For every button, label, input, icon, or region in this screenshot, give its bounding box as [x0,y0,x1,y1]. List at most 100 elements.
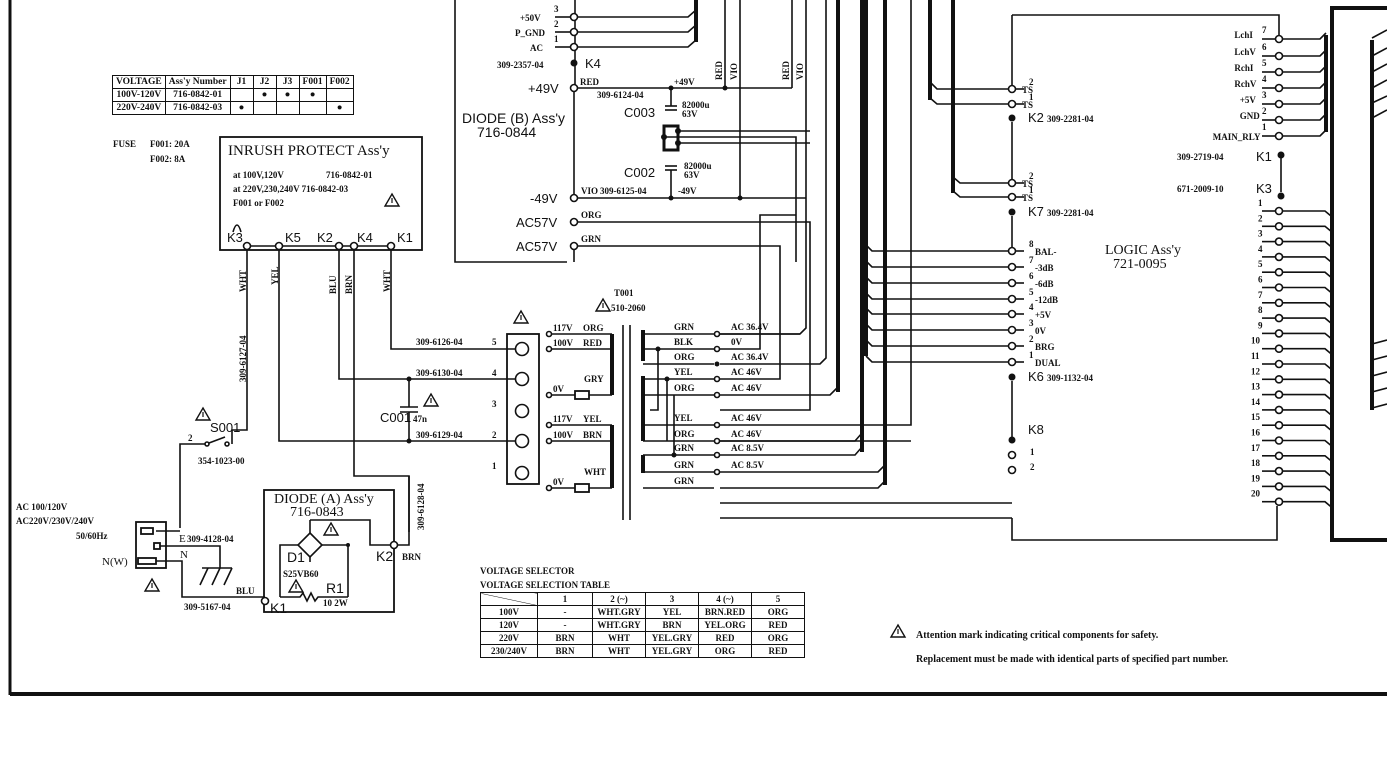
vsel-cell: ORG [751,605,805,619]
primary-tap-voltage: 0V [553,384,565,394]
vsel-cell: 220V [480,631,538,645]
primary-tap-color: BRN [583,430,603,440]
safety-note-line1: Attention mark indicating critical compo… [916,630,1159,641]
inrush-terminal-k2: K2 [317,230,333,245]
vsel-cell: BRN [537,644,593,658]
vsel-cell: BRN.RED [698,605,752,619]
connector-pin-terminal [1007,278,1017,288]
primary-tap-color: YEL [583,414,602,424]
warning-icon [323,522,339,536]
connector-pin-terminal [1274,374,1284,384]
vsel-cell: 100V [480,605,538,619]
wire-color-brn: BRN [344,274,354,294]
n49-node: -49V [678,186,697,196]
ac-inlet-pins [137,527,265,598]
connector-pin-label: MAIN_RLY [1213,132,1261,142]
jumper-mark [229,88,254,102]
c002-value: 82000u [684,161,712,171]
inrush-line2: at 220V,230,240V 716-0842-03 [233,184,349,194]
selector-pin-2: 2 [492,430,497,440]
secondary-wire-color: BLK [674,337,693,347]
switch-pin: 2 [188,433,193,443]
connector-pin-label: BAL- [1035,247,1057,257]
diode-a-k2-terminal [389,540,399,550]
k7-marker [1008,208,1016,216]
k4-pin-label: P_GND [515,28,545,38]
logic-k2-k7-feeds [928,0,1280,198]
connector-pin-terminal [1274,267,1284,277]
vsel-header-row: 1 2 (~) 3 4 (~) 5 [480,592,805,606]
connector-pin-terminal [1274,482,1284,491]
connector-pin-number: 17 [1251,443,1261,453]
secondary-wire-color: YEL [674,413,693,423]
connector-pin-number: 1 [1029,92,1034,102]
k8-return-wire [1011,506,1278,541]
transformer-part: 510-2060 [611,303,646,313]
diode-a-brn: BRN [402,552,422,562]
inrush-terminal-k1: K1 [397,230,413,245]
fuse-symbol-icon [232,224,242,233]
k4-bus [578,0,698,48]
connector-pin-label: LchI [1234,30,1253,40]
primary-tap-color: ORG [583,323,604,333]
k6-part: 309-1132-04 [1047,373,1093,383]
connector-pin-terminal [1007,450,1017,460]
secondary-voltage: AC 8.5V [731,443,764,453]
connector-pin-number: 2 [1029,171,1034,181]
connector-pin-label: TS [1022,179,1033,189]
connector-pin-label: GND [1240,111,1261,121]
connector-pin-number: 2 [1030,462,1035,472]
k4-pin-number: 2 [554,19,559,29]
k4-pin-terminal [569,42,579,52]
secondary-wire-color: GRN [674,443,695,453]
connector-pin-number: 2 [1258,213,1263,223]
warning-icon [595,298,611,312]
connector-pin-number: 10 [1251,336,1261,346]
vsel-cell: YEL [645,605,699,619]
connector-pin-label: BRG [1035,342,1055,352]
secondary-wire-color: ORG [674,352,695,362]
inrush-terminal-k3: K3 [227,230,243,245]
connector-pin-terminal [1007,341,1017,351]
connector-pin-number: 4 [1262,74,1267,84]
c001-label: C001 [380,410,411,425]
r1-value: 10 2W [323,598,348,608]
secondary-wire-color: GRN [674,476,695,486]
connector-pin-terminal [1274,131,1284,141]
selector-cable-5: 309-6126-04 [416,337,463,347]
bridge-rectifier-d1 [279,519,394,597]
primary-tap-color: GRY [584,374,604,384]
vsel-cell: YEL.GRY [645,644,699,658]
vsel-cell: - [537,618,593,632]
vsel-header: 5 [751,592,805,606]
ac-input-line3: 50/60Hz [76,531,108,541]
fuse-f001: F001: 20A [150,139,190,149]
selector-pin-3: 3 [492,399,497,409]
connector-pin-number: 13 [1251,382,1261,392]
jumper-mark: ● [298,88,327,102]
connector-pin-label: TS [1022,85,1033,95]
connector-pin-number: 12 [1251,366,1261,376]
secondary-tap-terminal [713,468,721,476]
connector-pin-terminal [1274,451,1284,461]
selector-pin-4: 4 [492,368,497,378]
k4-pin-number: 1 [554,34,559,44]
vsel-cell: ORG [698,644,752,658]
assy-row: 100V-120V 716-0842-01 ● ● ● [112,88,354,102]
primary-tap-color: RED [583,338,603,348]
k1-part: 309-2719-04 [1177,152,1224,162]
primary-tap-voltage: 117V [553,414,573,424]
connector-pin-number: 1 [1029,185,1034,195]
page-border [8,0,1387,696]
connector-pin-number: 16 [1251,428,1261,438]
vsel-cell: 230/240V [480,644,538,658]
resistor-r1 [280,591,348,603]
k6-label: K6 [1028,369,1044,384]
connector-pin-number: 7 [1029,255,1034,265]
primary-tap-voltage: 0V [553,477,565,487]
ac57-org-wire: ORG [581,210,602,220]
connector-pin-label: RchV [1234,79,1256,89]
connector-pin-terminal [1274,329,1284,338]
vsel-cell: 120V [480,618,538,632]
secondary-wire-color: YEL [674,367,693,377]
